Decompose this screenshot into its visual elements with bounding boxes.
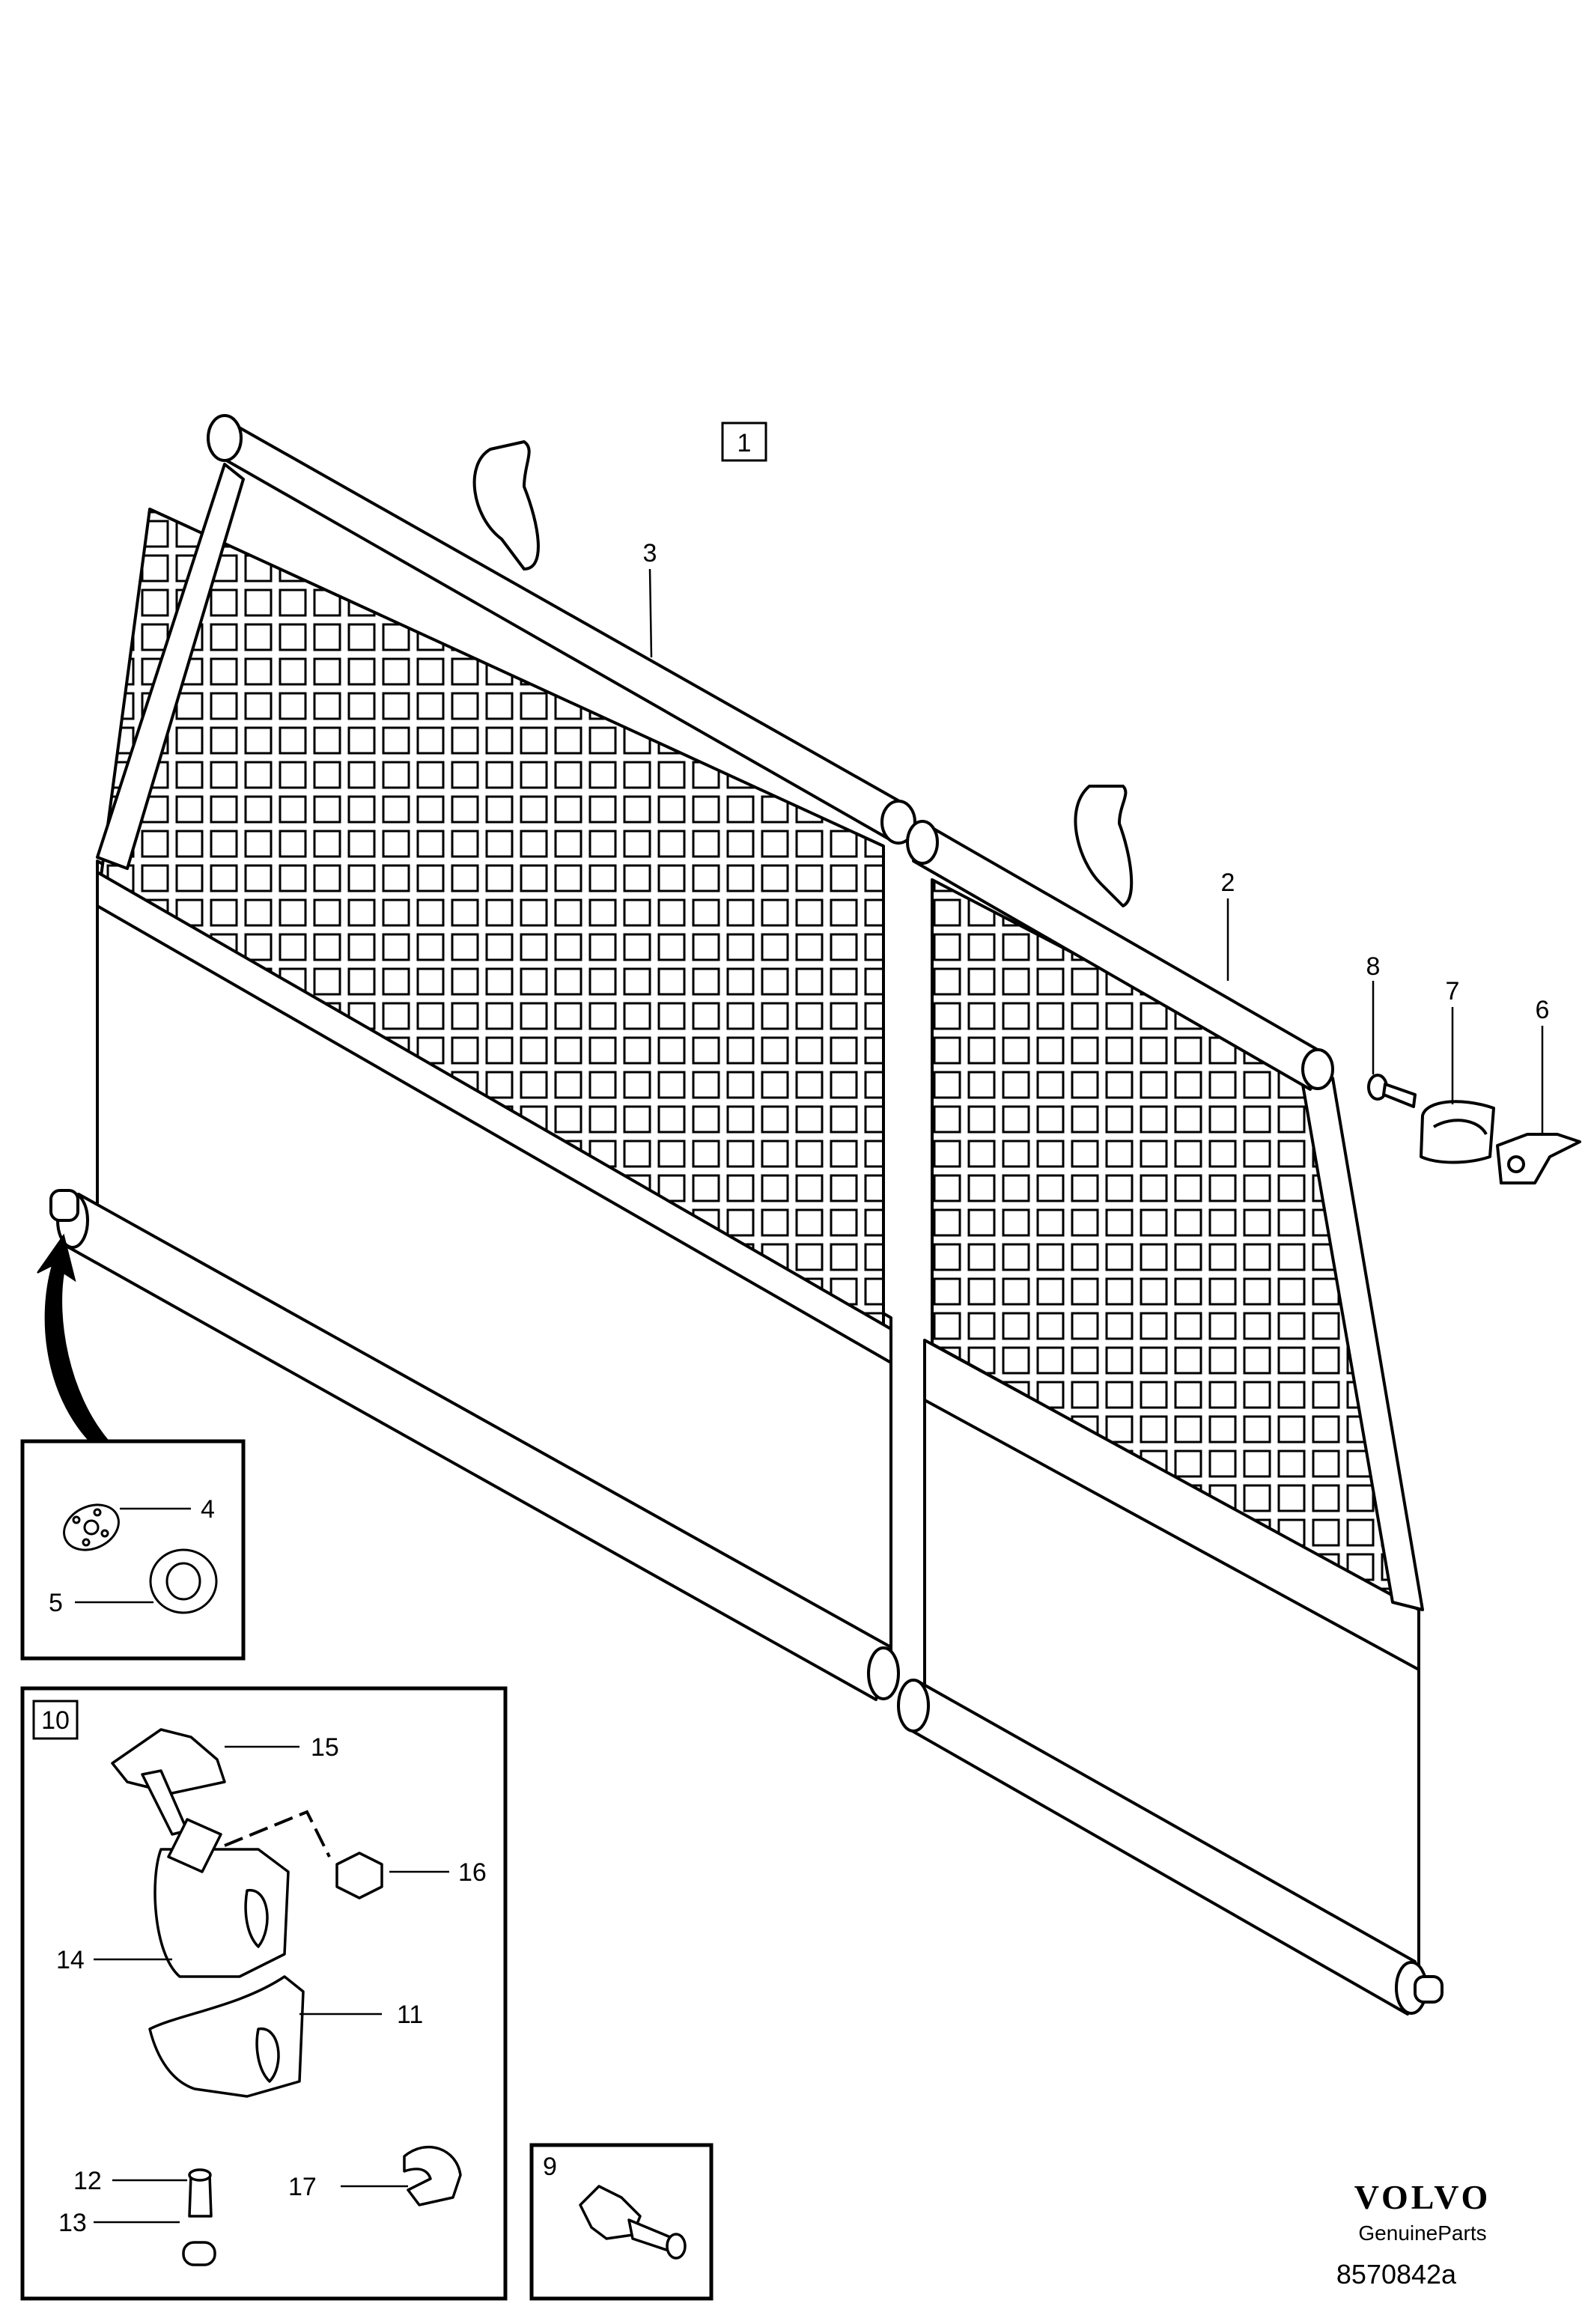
left-net-strap [472,440,540,571]
right-net-strap [1074,785,1134,907]
leader-3 [648,568,653,658]
right-bottom-roller-end [897,1679,930,1733]
genuine-parts-tagline: GenuineParts [1358,2221,1486,2245]
tbolt-part-15 [111,1728,226,1795]
left-bottom-roller-end-2 [867,1646,900,1700]
callout-5: 5 [49,1589,63,1617]
cap-part-13 [182,2241,216,2266]
inset-box-parts-10-17 [20,1686,508,2301]
drawing-number: 8570842a [1336,2259,1457,2290]
callout-3: 3 [643,539,657,568]
left-roller-right-end [880,800,916,845]
callout-16: 16 [458,1858,487,1887]
callout-8: 8 [1366,952,1381,981]
callout-10: 10 [41,1706,70,1735]
left-net-side-frame [96,463,245,870]
callout-4: 4 [201,1495,215,1524]
right-roller-pin [1414,1975,1444,2004]
left-net-zigzag-band [96,871,892,1364]
pointer-arrow [37,1233,111,1442]
callout-1: 1 [737,429,752,457]
callout-7: 7 [1446,977,1460,1006]
bracket-parts-6-7-8 [1367,1074,1581,1184]
callout-15: 15 [311,1733,339,1762]
callout-14: 14 [56,1946,85,1974]
callout-2: 2 [1221,869,1235,897]
clip-part-17 [403,2145,462,2206]
callout-12: 12 [73,2167,102,2195]
inset-box-part-9 [529,2143,714,2301]
left-roller-pin [49,1189,79,1222]
right-net-assembly [897,785,1444,2016]
left-roller-top-end [207,414,243,462]
callout-9: 9 [543,2153,557,2181]
screw-part-8 [1367,1074,1417,1108]
inset-box-parts-4-5 [20,1439,246,1661]
callout-17: 17 [288,2173,317,2201]
dashed-assembly-line [224,1810,331,1858]
callout-13: 13 [58,2209,87,2237]
callout-1-frame [721,422,767,462]
branding-block: VOLVO GenuineParts 8570842a [1336,2178,1491,2290]
right-roller-right-end [1301,1048,1334,1090]
leader-lines [648,568,1544,1134]
box-label-frame [32,1700,79,1740]
callout-6: 6 [1536,996,1550,1024]
callout-11: 11 [397,2001,423,2029]
right-net-zigzag-band [923,1339,1420,1671]
nut-part-16 [335,1852,383,1899]
volvo-logo: VOLVO [1354,2178,1491,2216]
right-roller-left-end [906,820,939,865]
left-net-assembly [49,414,916,1701]
bracket-part-7 [1420,1100,1495,1164]
callout-labels: 1 3 2 8 7 6 4 5 10 15 16 14 11 12 17 13 … [41,422,1550,2237]
